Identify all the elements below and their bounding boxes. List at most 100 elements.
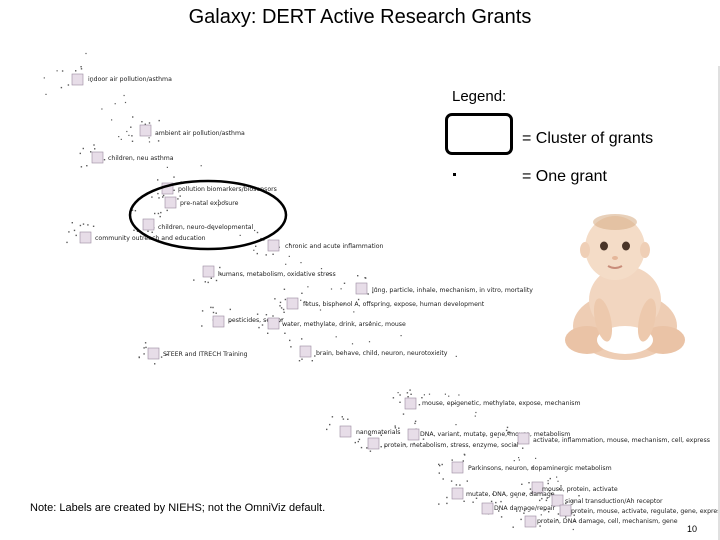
cluster-box[interactable] [92, 152, 103, 163]
grant-dot [456, 484, 457, 485]
grant-dot [438, 503, 439, 504]
grant-dot [202, 310, 203, 311]
grant-dot [491, 501, 492, 502]
cluster-box[interactable] [72, 74, 83, 85]
grant-dot [458, 394, 459, 395]
grant-dot [467, 480, 468, 481]
grant-dot [57, 70, 58, 71]
grant-dot [141, 121, 142, 122]
grant-dot [573, 529, 574, 530]
grant-dot [438, 464, 439, 465]
grant-dot [442, 464, 443, 465]
cluster-box[interactable] [80, 232, 91, 243]
cluster-box[interactable] [408, 429, 419, 440]
cluster-label: ambient air pollution/asthma [155, 130, 245, 137]
grant-dot [403, 413, 404, 414]
cluster-box[interactable] [368, 438, 379, 449]
cluster-label: water, methylate, drink, arsenic, mouse [282, 321, 406, 328]
grant-dot [90, 151, 91, 152]
cluster-box[interactable] [340, 426, 351, 437]
grant-dot [93, 144, 94, 145]
cluster-label: protein, mouse, activate, regulate, gene… [571, 508, 720, 515]
grant-dot [357, 275, 358, 276]
cluster-box[interactable] [203, 266, 214, 277]
grant-dot [370, 451, 371, 452]
cluster-box[interactable] [213, 316, 224, 327]
cluster-box[interactable] [268, 240, 279, 251]
grant-dot [162, 196, 163, 197]
cluster-label: children, neu asthma [108, 155, 174, 162]
cluster-label: humans, metabolism, oxidative stress [218, 271, 336, 278]
grant-dot [101, 108, 102, 109]
cluster-label: Parkinsons, neuron, dopaminergic metabol… [468, 465, 612, 472]
grant-dot [145, 347, 146, 348]
grant-dot [521, 484, 522, 485]
cluster-box[interactable] [518, 433, 529, 444]
legend-cluster-label: = Cluster of grants [522, 130, 653, 148]
cluster-label: signal transduction/Ah receptor [565, 498, 663, 505]
cluster-box[interactable] [482, 503, 493, 514]
grant-dot [128, 135, 129, 136]
grant-dot [216, 313, 217, 314]
cluster-label: indoor air pollution/asthma [88, 76, 172, 83]
grant-dot [353, 311, 354, 312]
cluster-label: brain, behave, child, neuron, neurotoxic… [316, 350, 448, 357]
grant-dot [530, 488, 531, 489]
cluster-box[interactable] [300, 346, 311, 357]
grant-dot [539, 525, 540, 526]
cluster-label: protein, metabolism, stress, enzyme, soc… [384, 442, 519, 449]
grant-dot [135, 210, 136, 211]
grant-dot [93, 226, 94, 227]
cluster-box[interactable] [287, 298, 298, 309]
grant-dot [44, 77, 45, 78]
grant-dot [520, 519, 521, 520]
grant-dot [548, 480, 549, 481]
cluster-box[interactable] [143, 219, 154, 230]
grant-dot [81, 68, 82, 69]
cluster-box[interactable] [165, 197, 176, 208]
cluster-box[interactable] [525, 516, 536, 527]
grant-dot [501, 516, 502, 517]
footnote: Note: Labels are created by NIEHS; not t… [30, 502, 325, 514]
grant-dot [423, 439, 424, 440]
grant-dot [336, 336, 337, 337]
grant-dot [201, 165, 202, 166]
grant-dot [541, 514, 542, 515]
cluster-box[interactable] [356, 283, 367, 294]
grant-dot [281, 307, 282, 308]
grant-dot [301, 293, 302, 294]
grant-dot [240, 235, 241, 236]
cluster-box[interactable] [452, 462, 463, 473]
grant-dot [342, 416, 343, 417]
grant-dot [254, 230, 255, 231]
grant-dot [343, 418, 344, 419]
grant-dot [446, 497, 447, 498]
cluster-label: activate, inflammation, mouse, mechanism… [533, 437, 710, 444]
cluster-box[interactable] [268, 318, 279, 329]
grant-dot [352, 343, 353, 344]
grant-dot [381, 446, 382, 447]
grant-dot [125, 102, 126, 103]
grant-dot [167, 167, 168, 168]
grant-dot [475, 412, 476, 413]
cluster-box[interactable] [148, 348, 159, 359]
grant-dot [443, 478, 444, 479]
cluster-label: protein, DNA damage, cell, mechanism, ge… [537, 518, 678, 525]
grant-dot [121, 139, 122, 140]
grant-dot [446, 503, 447, 504]
grant-dot [132, 141, 133, 142]
grant-dot [118, 136, 119, 137]
grant-dot [312, 360, 313, 361]
cluster-box[interactable] [452, 488, 463, 499]
grant-dot [180, 195, 181, 196]
cluster-box[interactable] [405, 398, 416, 409]
grant-dot [414, 423, 415, 424]
cluster-box[interactable] [140, 125, 151, 136]
grant-dot [149, 141, 150, 142]
grant-dot [211, 278, 212, 279]
grant-dot [266, 254, 267, 255]
cluster-box[interactable] [560, 505, 571, 516]
grant-dot [398, 392, 399, 393]
grant-dot [132, 116, 133, 117]
grant-dot [541, 498, 542, 499]
